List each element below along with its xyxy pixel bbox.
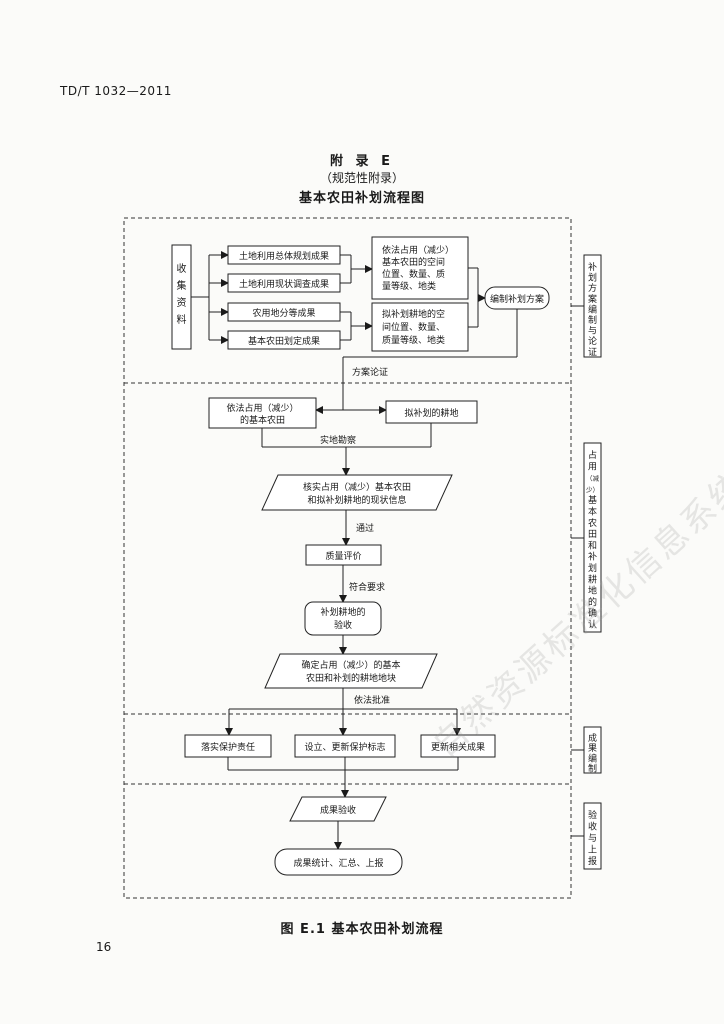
info-bottom-line: 拟补划耕地的空: [382, 308, 445, 320]
appendix-heading: 基本农田补划流程图: [298, 191, 425, 206]
standard-code: TD/T 1032—2011: [60, 84, 172, 98]
action-label: 设立、更新保护标志: [304, 741, 385, 753]
figure-caption: 图 E.1 基本农田补划流程: [280, 922, 444, 937]
survey-label: 实地勘察: [320, 434, 356, 446]
stage-char: 收: [588, 821, 597, 833]
occupied-farmland-box: [208, 397, 317, 429]
occupied-line: 的基本农田: [240, 414, 285, 426]
stage-char: 的: [588, 596, 597, 608]
stage-char: 编: [588, 752, 597, 764]
source-label: 基本农田划定成果: [248, 335, 320, 347]
info-bottom-line: 质量等级、地类: [382, 334, 445, 346]
info-top-line: 量等级、地类: [382, 280, 436, 292]
determine-blocks-box: [264, 653, 438, 689]
stage-char: 农: [588, 517, 597, 529]
determine-line: 农田和补划的耕地地块: [306, 672, 396, 684]
stage-char: 制: [588, 314, 597, 326]
stage-char: 与: [588, 326, 597, 337]
planned-farmland-label: 拟补划的耕地: [404, 407, 458, 419]
verify-line: 核实占用（减少）基本农田: [303, 481, 411, 493]
stage-char: 论: [588, 335, 597, 347]
stage-char: 划: [588, 562, 597, 574]
source-label: 土地利用总体规划成果: [239, 250, 329, 262]
action-label: 更新相关成果: [431, 741, 485, 753]
action-label: 落实保护责任: [201, 741, 255, 753]
stage-char: 用: [588, 461, 597, 472]
stage-char: 占: [588, 449, 597, 461]
occupied-line: 依法占用（减少）: [226, 402, 298, 414]
result-accept-box: [289, 796, 387, 822]
collect-char: 集: [177, 279, 187, 292]
appendix-title: 附 录 E: [330, 154, 394, 169]
stage-char: 与: [588, 833, 597, 844]
stage-char: 确: [588, 607, 597, 619]
stage-char: 少）: [586, 486, 599, 494]
stage-char: 耕: [588, 573, 597, 585]
quality-eval-label: 质量评价: [325, 550, 361, 562]
appendix-subtitle: （规范性附录）: [319, 171, 404, 185]
pass-label: 通过: [356, 522, 374, 534]
stage-char: 编: [588, 303, 597, 315]
stage-char: 和: [588, 540, 597, 551]
stage-char: 地: [588, 585, 597, 597]
stage-char: 成: [588, 732, 597, 744]
stage-box: [583, 442, 602, 633]
stage-char: 认: [588, 619, 597, 631]
stage-char: 果: [588, 743, 597, 754]
acceptance-line: 补划耕地的: [320, 606, 365, 618]
info-bottom-line: 间位置、数量、: [382, 321, 445, 333]
stage-char: （减: [586, 474, 600, 483]
collect-char: 料: [177, 313, 187, 326]
stage-char: 田: [588, 529, 597, 540]
stage-char: 基: [588, 494, 597, 506]
stage-box: [583, 802, 602, 870]
result-report-box: [274, 848, 403, 876]
info-bottom-box: [371, 302, 469, 352]
stage-char: 本: [588, 506, 597, 518]
stage-char: 报: [588, 855, 597, 867]
stage-char: 制: [588, 763, 597, 775]
approval-label: 依法批准: [354, 694, 390, 706]
result-report-label: 成果统计、汇总、上报: [293, 857, 383, 869]
verify-status-box: [261, 474, 453, 511]
info-top-line: 依法占用（减少）: [382, 244, 454, 256]
stage-char: 划: [588, 272, 597, 284]
determine-line: 确定占用（减少）的基本: [301, 659, 400, 671]
stage-char: 补: [588, 551, 597, 563]
collect-char: 资: [177, 297, 187, 309]
stage-char: 补: [588, 261, 597, 273]
stage-box: [583, 254, 602, 358]
verify-line: 和拟补划耕地的现状信息: [307, 494, 406, 506]
stage-char: 方: [588, 282, 597, 294]
page-number: 16: [96, 940, 112, 954]
stage-box: [583, 726, 602, 774]
meets-label: 符合要求: [349, 581, 385, 593]
plan-review-label: 方案论证: [352, 366, 388, 378]
stage-char: 案: [588, 293, 597, 305]
stage-frame: [123, 217, 572, 899]
source-label: 土地利用现状调查成果: [239, 278, 329, 290]
collect-char: 收: [177, 262, 187, 275]
stage-char: 验: [588, 809, 597, 821]
info-top-line: 基本农田的空间: [382, 256, 445, 268]
source-label: 农用地分等成果: [252, 307, 315, 319]
stage-char: 证: [588, 347, 597, 358]
compile-plan-label: 编制补划方案: [490, 293, 544, 305]
collect-box: [171, 244, 192, 350]
info-top-line: 位置、数量、质: [382, 268, 445, 280]
stage-char: 上: [588, 845, 597, 856]
acceptance-line: 验收: [334, 619, 352, 631]
result-accept-label: 成果验收: [320, 804, 356, 816]
